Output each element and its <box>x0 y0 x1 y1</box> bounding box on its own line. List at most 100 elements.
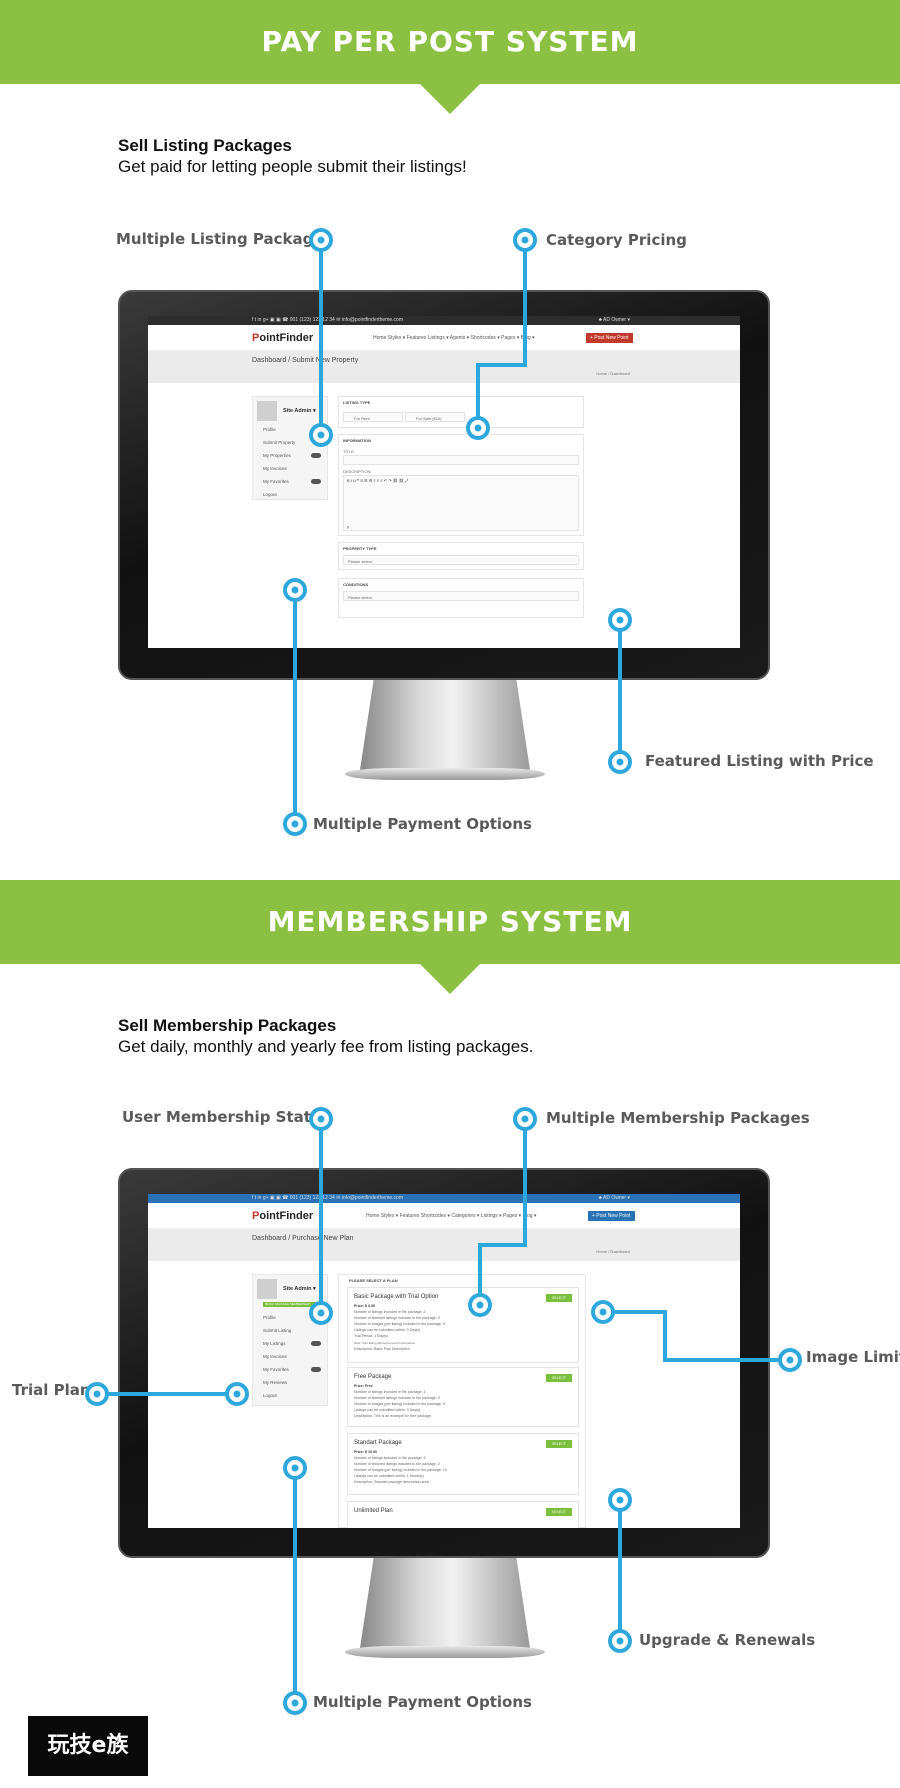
plan-detail: Number of featured listings included in … <box>354 1396 440 1400</box>
monitor-screen: f t in g+ ▣ ▣ ☎ 001 (123) 123 12 34 ✉ in… <box>148 1194 740 1528</box>
plan-detail: Number of featured listings included in … <box>354 1316 440 1320</box>
plan-detail: Trial Period: 1 Day(s) <box>354 1334 388 1338</box>
description-label: DESCRIPTION: <box>343 469 372 474</box>
sidebar-item-my-listings[interactable]: My Listings <box>263 1341 286 1346</box>
sidebar-item-submit[interactable]: Submit Property <box>263 440 296 445</box>
count-badge <box>311 479 321 484</box>
sidebar-item-invoices[interactable]: My Invoices <box>263 1354 287 1359</box>
editor-footer: p <box>347 524 350 529</box>
callout-trial-plan: Trial Plan <box>12 1381 91 1399</box>
callout-upgrade-renewals: Upgrade & Renewals <box>639 1631 816 1649</box>
callout-featured-listing: Featured Listing with Price <box>645 752 874 770</box>
sell-membership-title: Sell Membership Packages <box>118 1016 337 1035</box>
plan-card: Standart Package SELECT Price: $ 10.00 N… <box>347 1433 579 1495</box>
pointfinder-logo[interactable]: PointFinder <box>252 332 314 344</box>
count-badge <box>311 1341 321 1346</box>
plan-detail: Description: This is an example for free… <box>354 1414 431 1418</box>
sidebar-item-profile[interactable]: Profile <box>263 427 276 432</box>
top-bar-contact: f t in g+ ▣ ▣ ☎ 001 (123) 123 12 34 ✉ in… <box>252 1195 403 1201</box>
title-input[interactable] <box>343 455 579 465</box>
property-type-select[interactable]: Please select <box>343 555 579 565</box>
plan-card: Unlimited Plan SELECT <box>347 1501 579 1528</box>
watermark-logo: 玩技e族 <box>28 1716 148 1776</box>
plan-detail: Number of listings included in the packa… <box>354 1390 426 1394</box>
plan-detail: Number of images (per listing) included … <box>354 1468 447 1472</box>
select-plan-button[interactable]: SELECT <box>546 1294 572 1302</box>
breadcrumb: Dashboard / Purchase New Plan Home / Das… <box>148 1229 740 1261</box>
callout-multiple-listing-packages: Multiple Listing Packages <box>116 230 333 248</box>
callout-marker <box>608 1629 632 1653</box>
pointfinder-logo[interactable]: PointFinder <box>252 1210 314 1222</box>
breadcrumb-path[interactable]: Home / Dashboard <box>596 1249 630 1254</box>
sidebar-item-reviews[interactable]: My Reviews <box>263 1380 288 1385</box>
navbar: PointFinder Home Styles ▾ Features Listi… <box>148 325 740 351</box>
top-bar-user[interactable]: ♣ AD Owner ▾ <box>598 1195 630 1201</box>
sidebar-item-my-properties[interactable]: My Properties <box>263 453 291 458</box>
user-sidebar: Site Admin ▾ BASIC PACKAGE MEMBERSHIP Pr… <box>252 1274 328 1406</box>
page-title: Dashboard / Purchase New Plan <box>252 1235 354 1242</box>
count-badge <box>311 1367 321 1372</box>
breadcrumb-path[interactable]: Home / Dashboard <box>596 371 630 376</box>
sell-listing-subtitle: Get paid for letting people submit their… <box>118 157 467 176</box>
membership-title: MEMBERSHIP SYSTEM <box>267 905 633 938</box>
monitor-bezel: f t in g+ ▣ ▣ ☎ 001 (123) 123 12 34 ✉ in… <box>118 290 770 680</box>
plan-card: Free Package SELECT Price: Free Number o… <box>347 1367 579 1427</box>
callout-marker <box>513 1107 537 1131</box>
callout-marker <box>283 1691 307 1715</box>
conditions-select[interactable]: Please select <box>343 591 579 601</box>
callout-marker <box>778 1348 802 1372</box>
nav-links[interactable]: Home Styles ▾ Features Shortcodes ▾ Cate… <box>366 1213 537 1219</box>
select-plan-button[interactable]: SELECT <box>546 1440 572 1448</box>
top-bar-contact: f t in g+ ▣ ▣ ☎ 001 (123) 123 12 34 ✉ in… <box>252 317 403 323</box>
callout-marker <box>608 750 632 774</box>
sidebar-item-logout[interactable]: Logout <box>263 492 277 497</box>
sidebar-item-favorites[interactable]: My Favorites <box>263 1367 289 1372</box>
sell-listing-title: Sell Listing Packages <box>118 136 292 155</box>
user-name[interactable]: Site Admin ▾ <box>283 1286 316 1292</box>
monitor-screen: f t in g+ ▣ ▣ ☎ 001 (123) 123 12 34 ✉ in… <box>148 316 740 648</box>
banner-notch <box>420 84 480 114</box>
conditions-panel: CONDITIONS Please select <box>338 578 584 618</box>
title-label: TITLE: <box>343 449 356 454</box>
conditions-heading: CONDITIONS <box>343 582 369 587</box>
user-sidebar: Site Admin ▾ Profile Submit Property My … <box>252 396 328 500</box>
monitor-stand-neck <box>360 680 530 770</box>
plan-title: Standart Package <box>354 1440 402 1446</box>
plan-detail: Listings can be submitted within: 3 Day(… <box>354 1408 421 1412</box>
sidebar-item-profile[interactable]: Profile <box>263 1315 276 1320</box>
callout-marker <box>283 812 307 836</box>
user-name[interactable]: Site Admin ▾ <box>283 408 316 414</box>
page-title: Dashboard / Submit New Property <box>252 357 359 364</box>
select-plan-button[interactable]: SELECT <box>546 1374 572 1382</box>
plan-detail: Number of listings included in the packa… <box>354 1456 426 1460</box>
count-badge <box>311 453 321 458</box>
plan-detail: Description: Standart package descriptio… <box>354 1480 429 1484</box>
sidebar-item-invoices[interactable]: My Invoices <box>263 466 287 471</box>
editor-toolbar[interactable]: B I U ❝ S ☰ ☰ ≡ ≡ ≡ ↶ ↷ ⛓ ⛓ ⤢ <box>347 478 409 483</box>
for-rent-option[interactable]: For Rent <box>343 412 403 422</box>
sidebar-item-logout[interactable]: Logout <box>263 1393 277 1398</box>
callout-payment-options-1: Multiple Payment Options <box>313 815 532 833</box>
plan-detail: Description: Basic Plan Description <box>354 1347 410 1351</box>
plan-price: Price: $ 3.00 <box>354 1304 375 1308</box>
select-plan-button[interactable]: SELECT <box>546 1508 572 1516</box>
avatar <box>257 401 277 421</box>
monitor-stand-base <box>345 768 545 780</box>
nav-links[interactable]: Home Styles ▾ Features Listings ▾ Agents… <box>373 335 535 341</box>
plan-price: Price: Free <box>354 1384 373 1388</box>
description-editor[interactable]: B I U ❝ S ☰ ☰ ≡ ≡ ≡ ↶ ↷ ⛓ ⛓ ⤢ p <box>343 475 579 531</box>
plan-card: Basic Package with Trial Option SELECT P… <box>347 1287 579 1363</box>
plans-panel: PLEASE SELECT A PLAN Basic Package with … <box>338 1274 586 1528</box>
breadcrumb: Dashboard / Submit New Property Home / D… <box>148 351 740 383</box>
callout-marker <box>513 228 537 252</box>
plan-detail: Number of images (per listing) included … <box>354 1402 445 1406</box>
information-panel: INFORMATION TITLE: DESCRIPTION: B I U ❝ … <box>338 434 584 536</box>
sidebar-item-submit[interactable]: Submit Listing <box>263 1328 292 1333</box>
navbar: PointFinder Home Styles ▾ Features Short… <box>148 1203 740 1229</box>
for-sale-option[interactable]: For Sale (€10) <box>405 412 465 422</box>
sidebar-item-favorites[interactable]: My Favorites <box>263 479 289 484</box>
top-bar-user[interactable]: ♣ AD Owner ▾ <box>598 317 630 323</box>
post-new-point-button[interactable]: + Post New Point <box>588 1211 635 1221</box>
post-new-point-button[interactable]: + Post New Point <box>586 333 633 343</box>
